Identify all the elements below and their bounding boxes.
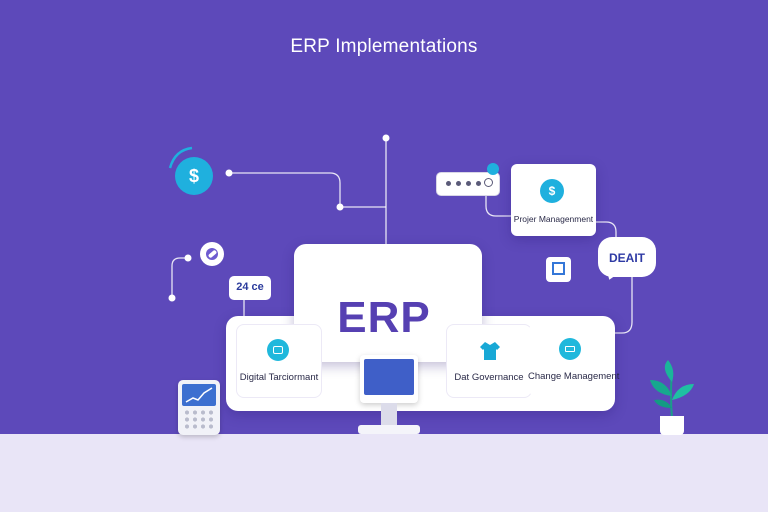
calculator-icon [178,380,220,435]
monitor-base [358,425,420,434]
monitor-icon [360,355,418,403]
calendar-icon [546,257,571,282]
badge-24-text: 24 ce [236,281,264,293]
chat-bubble-text: DEAIT [609,251,645,265]
plant-icon [650,360,694,419]
project-management-label: Projer Managenment [513,214,594,224]
plant-pot [660,416,684,435]
dollar-icon: $ [540,179,564,203]
screen-icon [267,339,289,361]
notification-dot [487,163,499,175]
module-panel-data-governance: Dat Governance [446,324,532,398]
page-title: ERP Implementations [290,36,478,57]
search-icon [484,178,493,187]
coin-symbol: $ [188,166,199,186]
chat-bubble [598,237,656,277]
module-panel-digital-transformation: Digital Tarciormant [236,324,322,398]
shirt-icon [480,342,500,360]
coin-arc [168,146,193,169]
project-management-card: $ Projer Managenment [511,164,596,236]
project-coin-symbol: $ [548,184,556,198]
module-label: Change Management [528,371,620,382]
dollar-coin-icon: $ [175,157,213,195]
dot-icon [476,181,481,186]
dot-icon [466,181,471,186]
password-field-icon [436,172,500,196]
floor [0,434,768,512]
trend-icon [185,387,213,403]
erp-label-text: ERP [337,293,431,342]
dot-icon [456,181,461,186]
erp-label: ERP [0,293,768,343]
badge-24 [229,276,271,300]
module-panel-change-management: Change Management [528,324,620,396]
monitor-stand [381,403,397,425]
module-label: Digital Tarciormant [239,372,319,383]
list-icon [559,338,581,360]
calendar-icon-inner [552,262,565,275]
dot-icon [446,181,451,186]
module-label: Dat Governance [454,372,524,383]
gear-icon [200,242,224,266]
